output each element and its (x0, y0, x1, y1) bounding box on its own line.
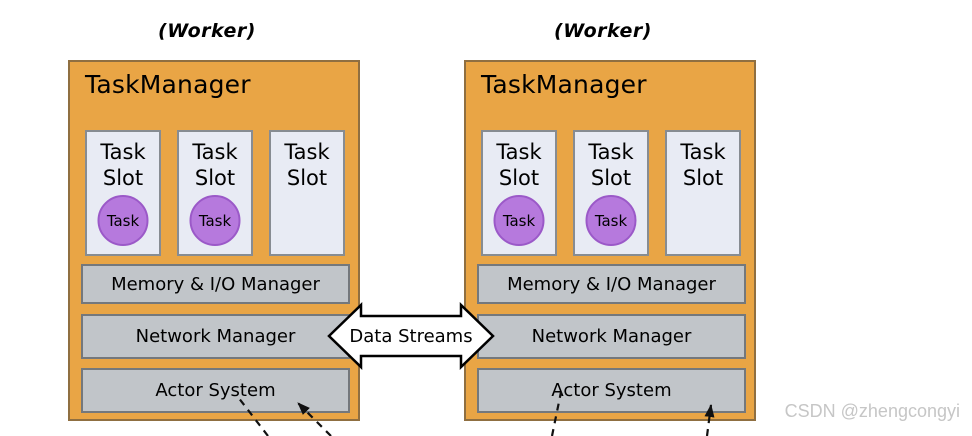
data-streams-arrow: Data Streams (327, 302, 495, 370)
worker-right: (Worker) TaskManager Task Slot Task Task… (464, 20, 756, 436)
actor-system-bar: Actor System (477, 368, 746, 413)
data-streams-label: Data Streams (349, 325, 473, 347)
memory-io-manager-bar: Memory & I/O Manager (477, 264, 746, 304)
csdn-watermark: CSDN @zhengcongyi (784, 401, 960, 421)
memory-io-manager-bar: Memory & I/O Manager (81, 264, 350, 304)
taskmanager-title: TaskManager (481, 70, 647, 99)
task-circle: Task (493, 195, 545, 246)
worker-left: (Worker) TaskManager Task Slot Task Task… (68, 20, 360, 436)
task-label: Task (594, 211, 628, 230)
taskmanager-title: TaskManager (85, 70, 251, 99)
task-label: Task (106, 211, 140, 230)
task-slot: Task Slot Task (573, 130, 649, 256)
task-circle: Task (585, 195, 637, 246)
worker-label: (Worker) (158, 20, 256, 42)
task-slot-label: Task Slot (284, 140, 330, 190)
task-slot-empty: Task Slot (269, 130, 345, 256)
double-arrow-shape (327, 302, 495, 370)
task-slot-empty: Task Slot (665, 130, 741, 256)
actor-system-bar: Actor System (81, 368, 350, 413)
task-slot-label: Task Slot (588, 140, 634, 190)
task-circle: Task (97, 195, 149, 246)
task-slot-label: Task Slot (192, 140, 238, 190)
task-slot-label: Task Slot (680, 140, 726, 190)
worker-label: (Worker) (554, 20, 652, 42)
taskmanager-box: TaskManager Task Slot Task Task Slot Tas… (68, 60, 360, 421)
task-circle: Task (189, 195, 241, 246)
task-slot-label: Task Slot (100, 140, 146, 190)
task-label: Task (198, 211, 232, 230)
task-slot: Task Slot Task (481, 130, 557, 256)
task-slot: Task Slot Task (85, 130, 161, 256)
task-slot-label: Task Slot (496, 140, 542, 190)
taskmanager-box: TaskManager Task Slot Task Task Slot Tas… (464, 60, 756, 421)
task-label: Task (502, 211, 536, 230)
network-manager-bar: Network Manager (477, 314, 746, 359)
network-manager-bar: Network Manager (81, 314, 350, 359)
task-slot: Task Slot Task (177, 130, 253, 256)
